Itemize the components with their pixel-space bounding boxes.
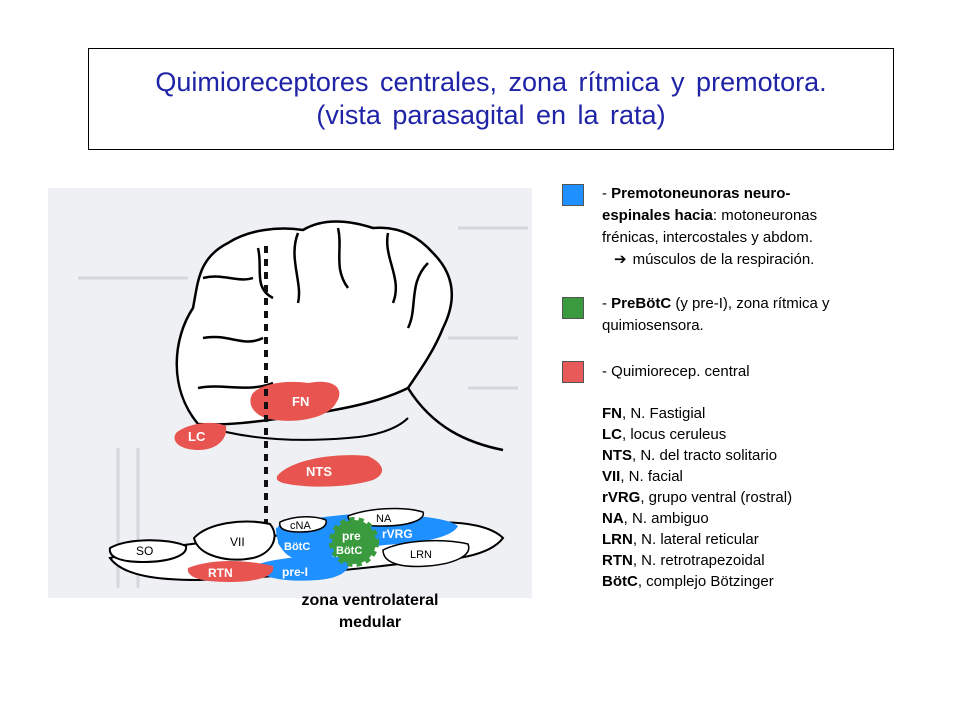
nts-nucleus [276,455,383,487]
rtn-region [187,561,274,582]
fn-nucleus [250,381,340,421]
caption-line-1: zona ventrolateral [301,592,439,609]
legend-line: espinales hacia: motoneuronas [602,207,818,224]
legend-line: ➔músculos de la respiración. [602,249,902,271]
vii-region [192,520,276,561]
legend-swatch-green [562,297,584,319]
diagram-caption: zona ventrolateral medular [270,590,470,634]
nts-label: NTS [306,464,332,479]
legend-swatch-red [562,361,584,383]
so-region [108,539,188,564]
cerebellum-outline [175,220,453,426]
legend-line: - Quimiorecep. central [602,363,750,380]
abbreviation-row: NTS, N. del tracto solitario [602,447,778,464]
botc-label: BötC [284,541,310,553]
title-line-2: (vista parasagital en la rata) [316,100,666,130]
title-line-1: Quimioreceptores centrales, zona rítmica… [155,67,827,97]
legend-line: - PreBötC (y pre-I), zona rítmica y [602,295,830,312]
abbreviation-list: FN, N. Fastigial LC, locus ceruleus NTS,… [602,403,792,592]
vii-label: VII [230,535,245,549]
cna-label: cNA [290,520,311,532]
pre-label: pre [342,529,361,543]
legend-entry-chemoreceptor: - Quimiorecep. central [602,361,902,383]
pre-i-region [253,556,350,581]
abbreviation-row: NA, N. ambiguo [602,510,709,527]
legend-line: frénicas, intercostales y abdom. [602,229,813,246]
legend-entry-premotor: - Premotoneunoras neuro- espinales hacia… [602,183,902,271]
abbreviation-row: RTN, N. retrotrapezoidal [602,552,765,569]
pre-i-label: pre-I [282,565,308,579]
cna-region [279,516,327,533]
fn-label: FN [292,394,309,409]
legend-swatch-blue [562,184,584,206]
so-label: SO [136,544,153,558]
title-box: Quimioreceptores centrales, zona rítmica… [88,48,894,150]
abbreviation-row: VII, N. facial [602,468,683,485]
caption-line-2: medular [338,614,402,631]
rvrg-label: rVRG [382,527,413,541]
lrn-label: LRN [410,549,432,561]
legend-line: quimiosensora. [602,317,704,334]
rtn-label: RTN [208,566,233,580]
legend-entry-prebotc: - PreBötC (y pre-I), zona rítmica y quim… [602,293,902,337]
brainstem-diagram: FN LC NTS NA cNA pre BötC rVRG BötC LRN … [48,188,532,598]
prebotc-label: BötC [336,545,362,557]
abbreviation-row: FN, N. Fastigial [602,405,706,422]
abbreviation-row: LRN, N. lateral reticular [602,531,759,548]
lrn-region [382,539,470,568]
prebotc-core [334,522,374,562]
right-arrow-icon: ➔ [614,251,627,268]
na-label: NA [376,513,392,525]
legend-line: - Premotoneunoras neuro- [602,185,791,202]
abbreviation-row: rVRG, grupo ventral (rostral) [602,489,793,506]
brainstem-dorsal-line [406,387,504,452]
lc-label: LC [188,429,206,444]
cerebellum-folds [197,227,429,390]
lc-nucleus [174,422,227,450]
botc-region [276,525,327,560]
abbreviation-row: BötC, complejo Bötzinger [602,573,774,590]
fourth-ventricle-line [197,417,409,441]
abbreviation-row: LC, locus ceruleus [602,426,727,443]
